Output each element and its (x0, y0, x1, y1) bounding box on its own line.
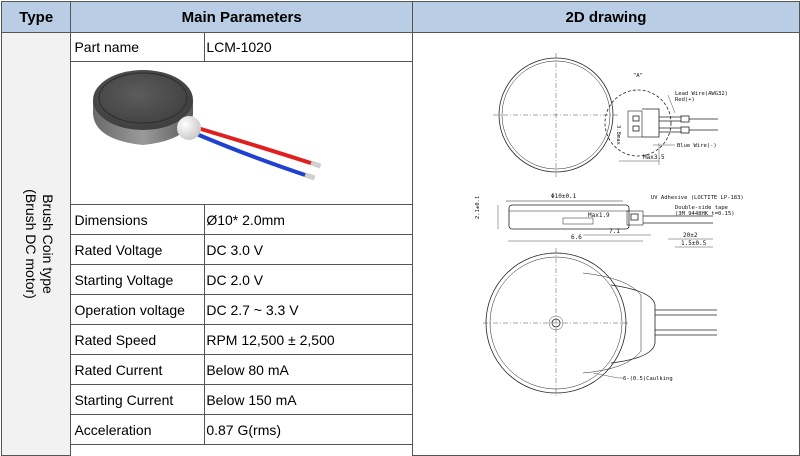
rated-voltage-value: DC 3.0 V (204, 234, 413, 265)
dimensions-value: Ø10* 2.0mm (204, 204, 413, 235)
dim-7-1: 7.1 (609, 228, 620, 235)
acceleration-label: Acceleration (70, 414, 206, 445)
type-header: Type (0, 1, 72, 33)
uv-adhesive-note: UV Adhesive (LOCTITE LP-183) (651, 195, 744, 201)
part-name-row: Brush Coin type (Brush DC motor) Part na… (0, 32, 800, 456)
solder-ball (177, 116, 202, 140)
starting-current-value: Below 150 mA (204, 384, 413, 415)
motor-top-face (93, 70, 194, 130)
photo-row (2, 61, 800, 205)
bottom-pcb-outline (610, 284, 656, 364)
motor-2d-drawing: "A" Lead Wire(AWG32) Red(+) Blue Wire(-)… (475, 53, 744, 397)
dim-max-3-5: Max3.5 (643, 154, 665, 161)
starting-voltage-value: DC 2.0 V (204, 264, 413, 295)
blue-wire-note: Blue Wire(-) (677, 143, 717, 149)
bottom-strip (70, 444, 413, 455)
type-cell: Brush Coin type (Brush DC motor) (0, 32, 72, 456)
type-label: Brush Coin type (Brush DC motor) (22, 189, 56, 299)
type-line-2: (Brush DC motor) (22, 188, 39, 299)
starting-voltage-label: Starting Voltage (70, 264, 206, 295)
wire-blue (197, 133, 314, 179)
detail-a-mark: "A" (633, 73, 643, 79)
drawing-header: 2D drawing (411, 1, 800, 33)
rated-voltage-label: Rated Voltage (70, 234, 206, 265)
dimensions-label: Dimensions (70, 204, 206, 235)
param-row: Rated Current Below 80 mA (2, 354, 800, 385)
dim-1-5: 1.5±0.5 (681, 240, 707, 247)
dim-3-8: 3.8max (615, 125, 621, 146)
dim-20: 20±2 (683, 232, 698, 239)
operation-voltage-value: DC 2.7 ~ 3.3 V (204, 294, 413, 325)
tape-note-2: (3M 9448HK t=0.15) (675, 211, 735, 217)
dim-height: 2.1±0.1 (475, 196, 481, 219)
rated-current-value: Below 80 mA (204, 354, 413, 385)
rated-speed-value: RPM 12,500 ± 2,500 (204, 324, 413, 355)
caulking-note: 6-(0.5)Caulking (623, 376, 673, 382)
param-row: Starting Voltage DC 2.0 V (2, 264, 800, 295)
drawing-cell: "A" Lead Wire(AWG32) Red(+) Blue Wire(-)… (411, 32, 800, 456)
motor-photo-cell (70, 61, 413, 205)
param-row: Starting Current Below 150 mA (2, 384, 800, 415)
motor-photo (93, 70, 322, 181)
starting-current-label: Starting Current (70, 384, 206, 415)
part-name-value: LCM-1020 (204, 32, 413, 62)
acceleration-value: 0.87 G(rms) (204, 414, 413, 445)
tape-note-1: Double-side tape (675, 205, 728, 211)
param-row: Operation voltage DC 2.7 ~ 3.3 V (2, 294, 800, 325)
param-row: Dimensions Ø10* 2.0mm (2, 204, 800, 235)
main-parameters-header: Main Parameters (70, 1, 413, 33)
type-line-1: Brush Coin type (39, 193, 56, 294)
rated-current-label: Rated Current (70, 354, 206, 385)
part-name-label: Part name (70, 32, 206, 62)
dim-6-6: 6.6 (571, 234, 582, 241)
red-wire-note: Red(+) (675, 97, 695, 103)
operation-voltage-label: Operation voltage (70, 294, 206, 325)
header-row: Type Main Parameters 2D drawing (0, 1, 800, 33)
rated-speed-label: Rated Speed (70, 324, 206, 355)
param-row: Rated Voltage DC 3.0 V (2, 234, 800, 265)
dim-diameter: Φ10±0.1 (551, 193, 577, 200)
lead-wire-note: Lead Wire(AWG32) (675, 91, 728, 97)
wire-red (199, 127, 320, 167)
detail-a-circle (604, 89, 672, 157)
param-row: Acceleration 0.87 G(rms) (2, 414, 800, 445)
dim-max-1-9: Max1.9 (588, 212, 610, 219)
